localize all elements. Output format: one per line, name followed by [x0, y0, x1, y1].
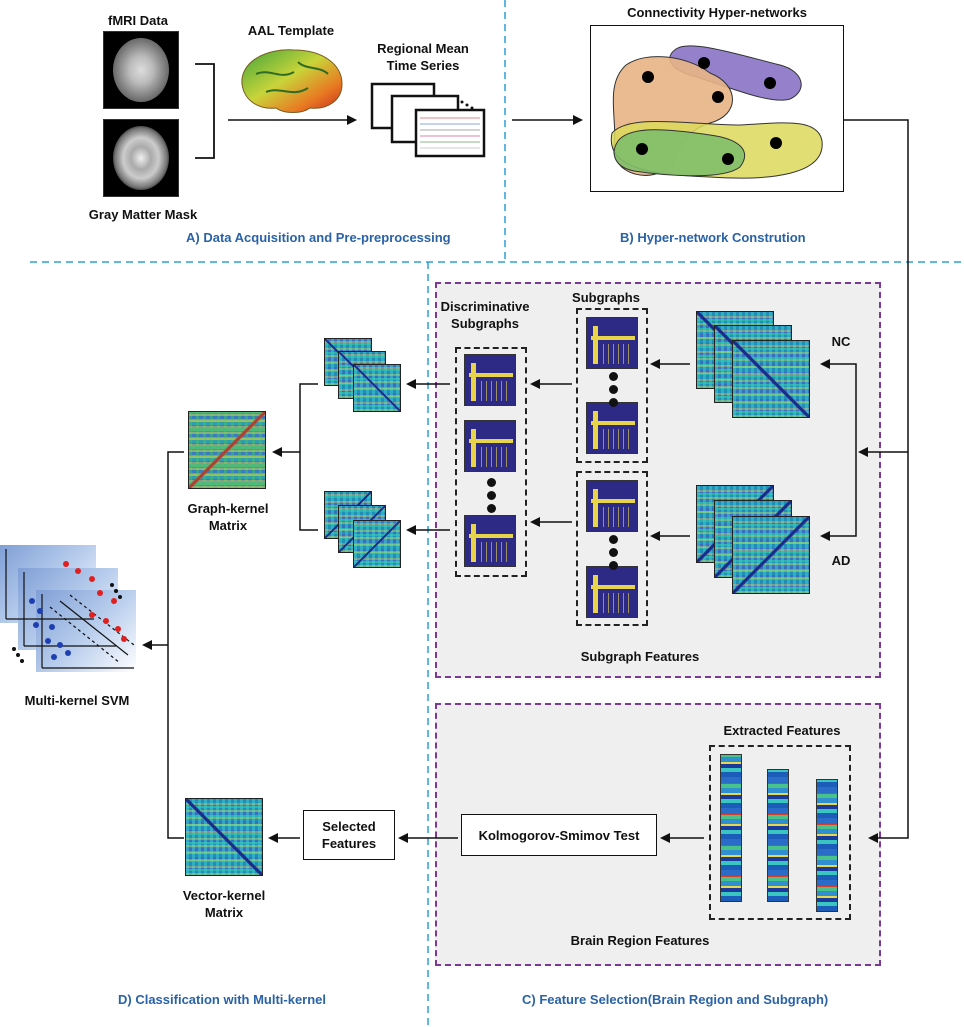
ellipsis-dot: [487, 478, 496, 487]
ad-subgraphs-box: [576, 471, 648, 626]
discriminative-subgraph-matrix: [464, 354, 516, 406]
feature-vector-bar: [816, 779, 838, 912]
discriminative-subgraph-matrix: [464, 420, 516, 472]
gray-matter-image: [103, 119, 179, 197]
ad-subgraph-matrix: [586, 480, 638, 532]
nc-subgraph-matrix: [586, 317, 638, 369]
svm-plot-marks: [5, 549, 135, 669]
section-b-label: B) Hyper-network Constrution: [620, 230, 806, 245]
extracted-features-label: Extracted Features: [723, 723, 841, 738]
ellipsis-dot: [609, 372, 618, 381]
nc-subgraph-matrix: [586, 402, 638, 454]
nc-label: NC: [831, 334, 851, 349]
graph-kernel-matrix: [188, 411, 266, 489]
ellipsis-dot: [609, 548, 618, 557]
discriminative-subgraphs-box: [455, 347, 527, 577]
time-series-stack: [370, 82, 486, 158]
section-c-label: C) Feature Selection(Brain Region and Su…: [522, 992, 829, 1007]
stage-a-arrows: [195, 63, 583, 159]
graph-kernel-label: Graph-kernel Matrix: [187, 501, 269, 533]
hypernetworks-title: Connectivity Hyper-networks: [627, 5, 807, 20]
nc-connectivity-matrix: [732, 340, 810, 418]
ks-test-box: Kolmogorov-Smimov Test: [461, 814, 657, 856]
vector-kernel-matrix: [185, 798, 263, 876]
ad-subgraph-matrix: [586, 566, 638, 618]
ellipsis-dot: [487, 491, 496, 500]
ellipsis-dot: [487, 504, 496, 513]
subgraph-features-label: Subgraph Features: [580, 649, 700, 664]
aal-template-label: AAL Template: [247, 23, 335, 38]
gray-matter-mask-label: Gray Matter Mask: [88, 207, 198, 222]
selected-features-box: Selected Features: [303, 810, 395, 860]
feature-vector-bar: [720, 754, 742, 902]
subgraphs-label: Subgraphs: [572, 290, 640, 305]
section-a-label: A) Data Acquisition and Pre-preprocessin…: [186, 230, 451, 245]
ad-label: AD: [831, 553, 851, 568]
aal-brain-icon: [241, 49, 343, 113]
feature-vector-bar: [767, 769, 789, 902]
svm-label: Multi-kernel SVM: [24, 693, 130, 708]
ellipsis-dot: [609, 535, 618, 544]
nc-subgraphs-box: [576, 308, 648, 463]
ellipsis-dot: [609, 385, 618, 394]
regional-mean-time-series-label: Regional Mean Time Series: [377, 41, 469, 73]
discriminative-subgraphs-label: Discriminative Subgraphs: [440, 299, 530, 331]
ellipsis-dot: [609, 561, 618, 570]
discriminative-subgraph-matrix: [464, 515, 516, 567]
selected-nc-matrix: [353, 364, 401, 412]
ad-connectivity-matrix: [732, 516, 810, 594]
hypernetwork-graph: [610, 45, 823, 179]
ellipsis-dot: [609, 398, 618, 407]
hypernetwork-frame: [590, 25, 844, 192]
section-d-label: D) Classification with Multi-kernel: [118, 992, 327, 1007]
fmri-image: [103, 31, 179, 109]
selected-ad-matrix: [353, 520, 401, 568]
vector-kernel-label: Vector-kernel Matrix: [182, 888, 266, 920]
fmri-data-label: fMRI Data: [108, 13, 168, 28]
brain-region-features-label: Brain Region Features: [570, 933, 710, 948]
extracted-features-box: [709, 745, 851, 920]
